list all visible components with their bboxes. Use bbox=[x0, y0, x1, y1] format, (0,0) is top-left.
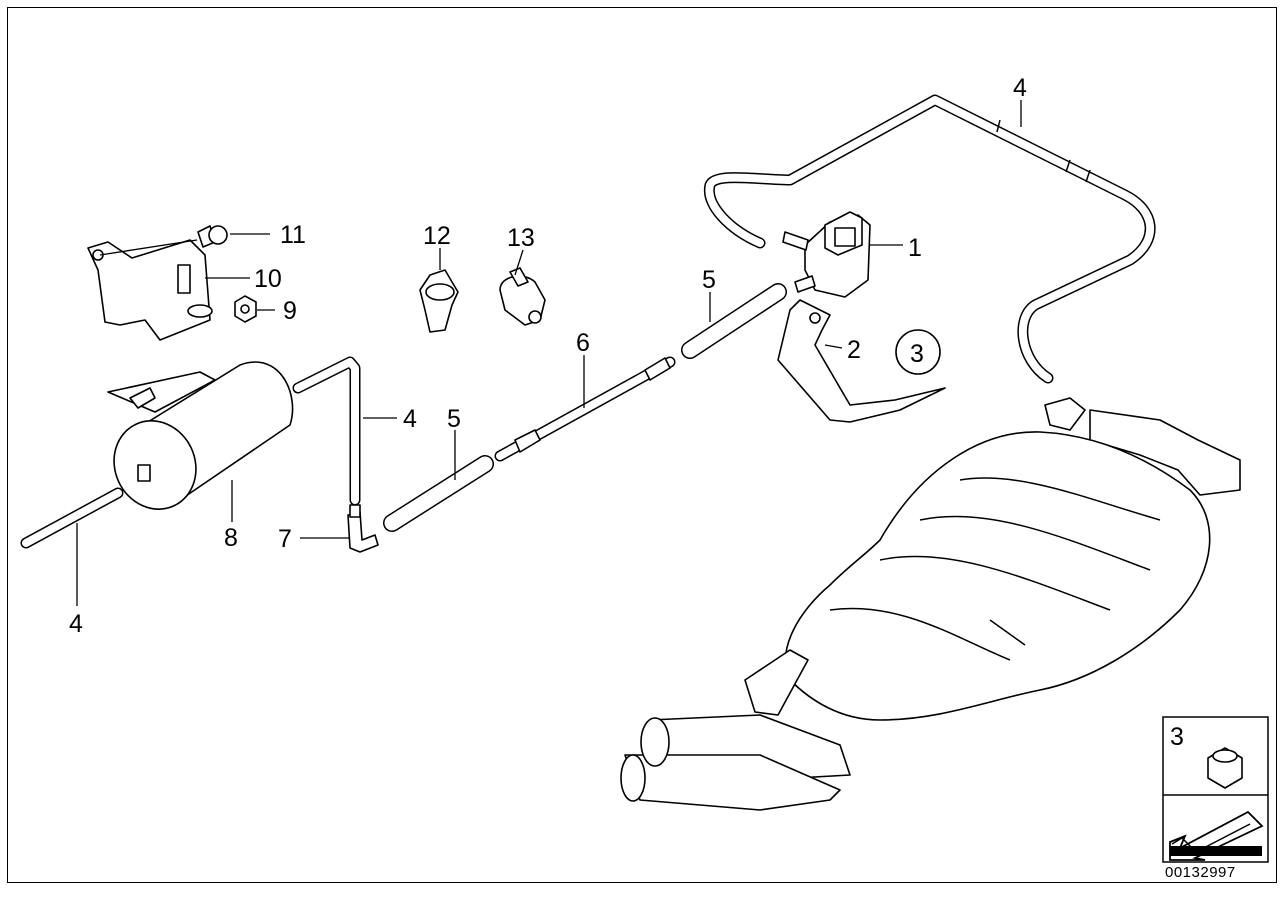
callout-10: 10 bbox=[254, 265, 282, 293]
valve-bracket[interactable] bbox=[777, 299, 946, 423]
callout-4-left: 4 bbox=[69, 610, 83, 638]
charcoal-canister[interactable] bbox=[100, 361, 294, 523]
callout-3: 3 bbox=[910, 340, 924, 368]
mounting-bracket[interactable] bbox=[87, 239, 213, 341]
leader-11b bbox=[99, 239, 198, 256]
callout-11: 11 bbox=[280, 221, 306, 249]
callout-12: 12 bbox=[423, 222, 451, 250]
leader-13 bbox=[514, 249, 524, 276]
callout-6: 6 bbox=[576, 329, 590, 357]
nut-reference-circle bbox=[895, 329, 941, 375]
legend-nut-box bbox=[1162, 716, 1269, 863]
callout-1: 1 bbox=[908, 234, 922, 262]
leader-2 bbox=[824, 344, 843, 349]
callout-9: 9 bbox=[283, 297, 297, 325]
callout-4-middle: 4 bbox=[403, 405, 417, 433]
hose-5-upper[interactable] bbox=[681, 283, 787, 359]
solenoid-valve[interactable] bbox=[782, 211, 871, 298]
callout-2: 2 bbox=[847, 336, 861, 364]
diagram-frame bbox=[7, 7, 1277, 883]
t-connector[interactable] bbox=[347, 504, 379, 553]
hose-clip[interactable] bbox=[419, 269, 459, 333]
pipe-6[interactable] bbox=[494, 356, 676, 462]
legend-number: 3 bbox=[1170, 723, 1184, 751]
leader-lines bbox=[76, 100, 1022, 606]
callout-4-top: 4 bbox=[1013, 74, 1027, 102]
hose-clamp[interactable] bbox=[499, 267, 546, 326]
callout-7: 7 bbox=[278, 525, 292, 553]
vacuum-hose-upper[interactable] bbox=[703, 94, 1156, 384]
nut[interactable] bbox=[234, 295, 257, 323]
callout-13: 13 bbox=[507, 224, 535, 252]
bolt[interactable] bbox=[197, 225, 228, 248]
hose-4-middle[interactable] bbox=[292, 356, 361, 506]
rear-silencer[interactable] bbox=[620, 397, 1241, 811]
callout-labels: 1 2 3 4 4 4 5 5 6 7 8 9 10 11 12 13 3 bbox=[69, 74, 1184, 751]
catalog-number: 00132997 bbox=[1165, 864, 1236, 881]
hose-4-left[interactable] bbox=[20, 487, 124, 549]
callout-5-upper: 5 bbox=[702, 266, 716, 294]
callout-8: 8 bbox=[224, 524, 238, 552]
hose-5-lower[interactable] bbox=[383, 455, 494, 532]
callout-5-lower: 5 bbox=[447, 405, 461, 433]
